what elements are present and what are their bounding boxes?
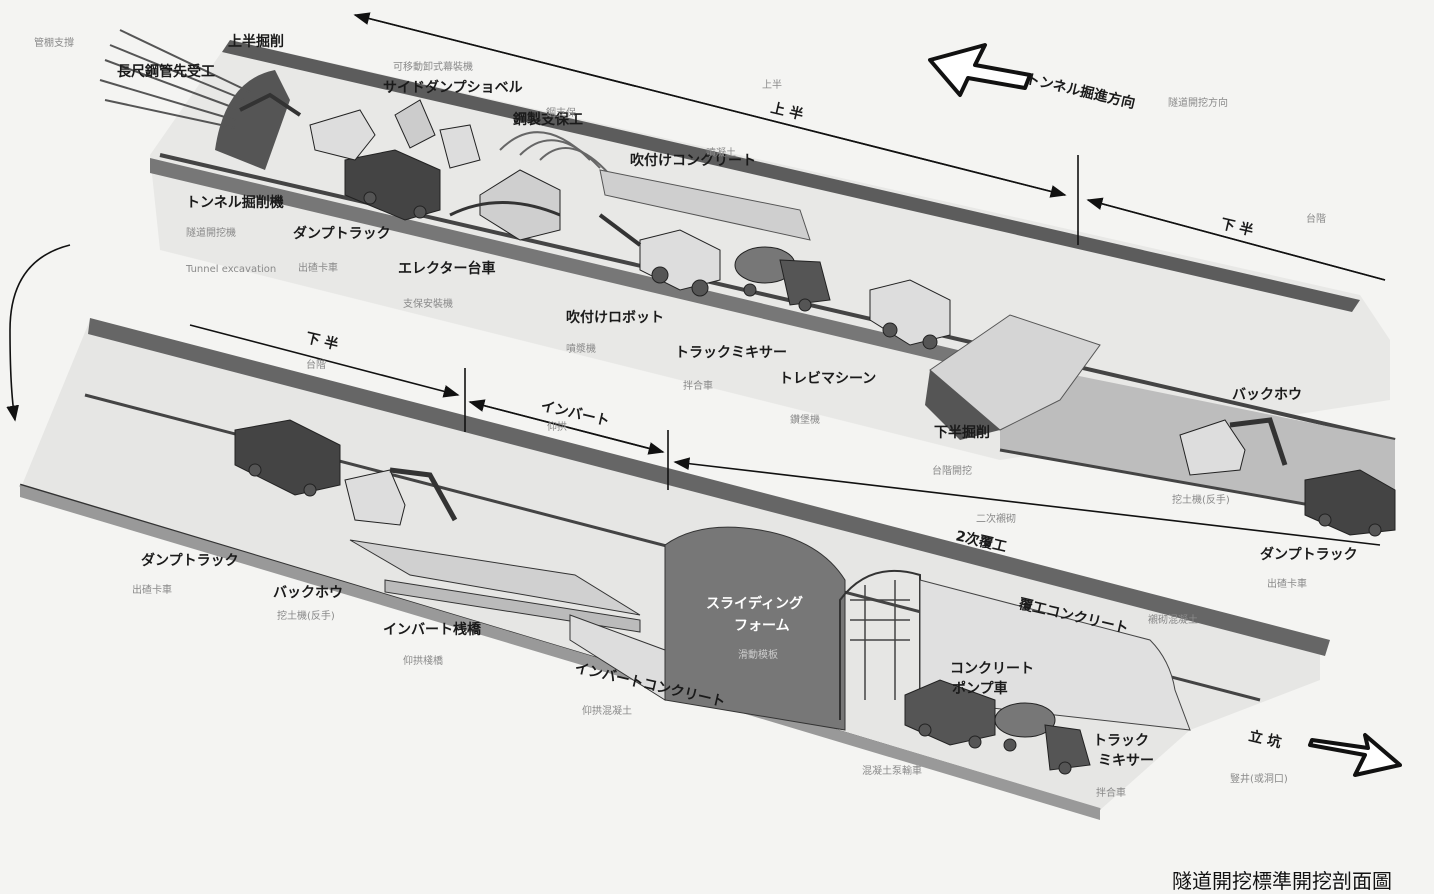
truck-mixer-bottom-icon [994,702,1091,775]
faint-zuidou: 隧道開挖方向 [1168,96,1228,109]
faint-mixer-bottom: 拌合車 [1096,786,1126,799]
label-truck-mixer-bottom-1: トラック [1093,733,1149,749]
faint-backhoe: 挖土機(反手) [1172,493,1230,506]
erector-icon [449,169,561,241]
vehicles [234,92,1396,775]
faint-jouhan: 上半 [762,78,782,91]
label-kousei-shihoko: 鋼製支保工 [512,111,583,128]
faint-labels: 管棚支撐 可移動卸式幕裝機 上半 鋼支保 隧道開挖方向 噴凝土 台階 隧道開挖機… [34,36,1326,799]
side-dump-shovel-icon [394,99,481,169]
label-jouhan: 上 半 [769,99,805,123]
concrete-pump-truck-icon [904,679,996,749]
label-direction: トンネル掘進方向 [1024,70,1137,112]
label-concrete-pump-2: ポンプ車 [952,680,1008,697]
faint-dump: 出碴卡車 [298,261,338,274]
label-sliding-form-1: スライディング [706,595,803,612]
long-steel-pipes [99,29,251,129]
label-truck-mixer-bottom-2: ミキサー [1098,753,1154,769]
faint-invert: 仰拱 [547,420,567,433]
lower-tunnel [19,318,1330,820]
faint-fuyou: 噴凝土 [706,146,736,159]
label-dump-truck-left: ダンプトラック [141,552,239,569]
label-side-dump: サイドダンプショベル [383,79,523,96]
faint-dump-left: 出碴卡車 [132,583,172,596]
faint-taikai: 台階 [1306,212,1326,225]
label-tatekou: 立 坑 [1247,727,1283,751]
faint-sankyou: 仰拱棧橋 [403,654,443,667]
dump-truck-top-icon [344,149,441,221]
backhoe-right-icon [1179,417,1288,476]
faint-excavation-en: Tunnel excavation [185,264,276,275]
label-chousha-koukan: 長尺鋼管先受工 [117,63,215,80]
tunnel-machine-icon [239,92,376,161]
label-kahan-kussaku: 下半掘削 [934,424,990,441]
faint-kaisaku-ki: 隧道開挖機 [186,226,236,239]
faint-backhoe-left: 挖土機(反手) [277,609,335,622]
label-truck-mixer-top: トラックミキサー [675,345,787,361]
dimension-lines [6,12,1386,546]
label-backhoe-left: バックホウ [273,585,343,601]
label-backhoe-right: バックホウ [1232,387,1302,403]
faint-kadou: 可移動卸式幕裝機 [393,60,473,73]
direction-arrow-icon [928,43,1032,97]
faint-dump-right: 出碴卡車 [1267,577,1307,590]
label-kamihan-kussaku: 上半掘削 [228,33,284,50]
label-sliding-form-2: フォーム [734,618,790,634]
faint-koushihou: 鋼支保 [546,106,576,119]
faint-torebi: 鑽堡機 [790,413,820,426]
caption: 隧道開挖標準開挖剖面圖 [1172,869,1392,893]
faint-kanbou: 管棚支撐 [34,36,74,49]
torebi-machine-icon [869,279,951,350]
label-erector: エレクター台車 [398,260,495,277]
faint-sliding: 滑動模板 [738,648,778,661]
label-fukitsuke-robot: 吹付けロボット [566,309,664,326]
faint-mixer: 拌合車 [683,379,713,392]
shotcrete-robot-icon [598,213,721,297]
label-tunnel-kussakuki: トンネル掘削機 [186,194,284,211]
dump-truck-right-icon [1304,469,1396,537]
label-concrete-pump-1: コンクリート [950,661,1034,677]
exit-arrow-icon [1308,733,1402,777]
faint-kahan: 台階開挖 [932,464,972,477]
truck-mixer-top-icon [734,246,831,312]
faint-hukukou: 襯砌混凝土 [1148,613,1198,626]
label-kahan-top: 下 半 [1219,215,1255,239]
label-invert-sankyou: インバート桟橋 [383,621,482,638]
label-dump-truck-right: ダンプトラック [1260,546,1358,563]
faint-fuyou-ki: 噴漿機 [566,342,596,355]
faint-taikai-left: 台階 [306,358,326,371]
label-torebi: トレビマシーン [779,371,876,387]
dump-truck-left-icon [234,419,341,497]
backhoe-left-icon [344,467,458,526]
faint-pump: 混凝土泵輸車 [862,764,922,777]
label-dump-truck-top: ダンプトラック [293,225,391,242]
faint-erector: 支保安裝機 [403,297,453,310]
faint-niji: 二次襯砌 [976,512,1016,525]
label-fukitsuke-concrete: 吹付けコンクリート [630,152,756,169]
label-kahan-bottom: 下 半 [304,329,340,353]
faint-invert-conc: 仰拱混凝土 [582,704,632,717]
faint-tatekou: 豎井(或洞口) [1230,772,1288,785]
